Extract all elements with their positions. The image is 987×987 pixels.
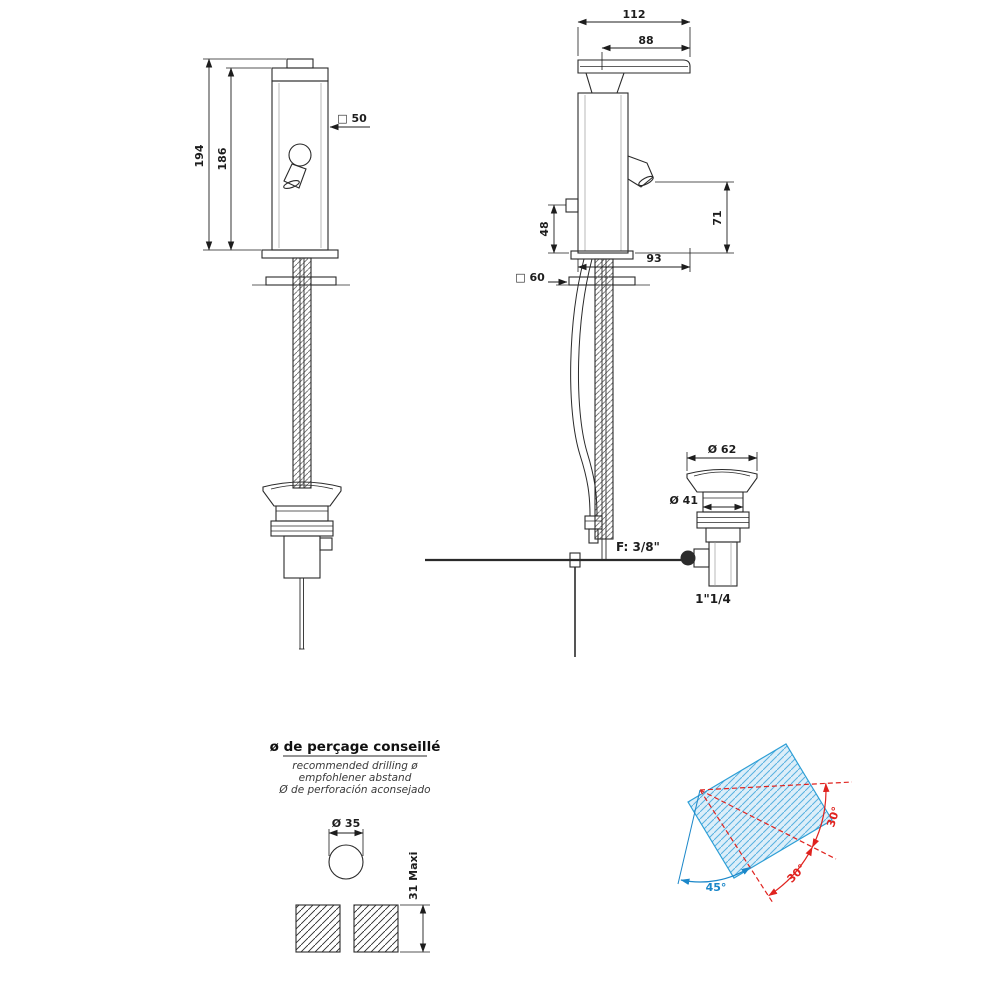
angle-arc-30-lower: [768, 846, 813, 897]
lever-plate-front: [271, 67, 329, 82]
drilling-title: ø de perçage conseillé: [270, 739, 441, 755]
faucet-body-side: [577, 92, 629, 254]
spout-nozzle-front: [283, 163, 307, 189]
drain-assembly: [680, 469, 758, 587]
dim-112-label: 112: [623, 8, 646, 21]
hose-thread-label: F: 3/8": [616, 540, 660, 554]
drilling-subtitle-es: Ø de perforación aconsejado: [278, 784, 430, 796]
drain-locknut-side: [696, 511, 750, 529]
spray-nozzle-side: [627, 155, 654, 188]
angle-30-upper-label: 30°: [824, 805, 843, 829]
angle-arc-45: [680, 866, 751, 885]
spout-joint-front: [288, 143, 312, 167]
dim-88-label: 88: [638, 34, 653, 47]
lever-blade-side: [577, 59, 691, 74]
drilling-subtitle-de: empfohlener abstand: [299, 772, 412, 784]
dim-50-square-label: □ 50: [337, 112, 367, 125]
lever-sweep-area: [687, 743, 833, 879]
drain-pivot-ball: [680, 550, 696, 566]
drain-flange-side: [686, 469, 758, 493]
drain-thread-label: 1"1/4: [695, 592, 731, 606]
angle-ray-upper: [699, 781, 853, 791]
dim-186-label: 186: [216, 147, 229, 170]
dim-93-label: 93: [646, 252, 661, 265]
base-plate-side: [570, 250, 634, 260]
front-view: [252, 58, 350, 650]
drain-pivot-port-front: [319, 537, 333, 551]
rotation-diagram: [677, 743, 853, 904]
dim-41-label: Ø 41: [670, 494, 699, 507]
threaded-shank-front: [292, 257, 312, 489]
drain-tailpiece-side: [708, 541, 738, 587]
dim-35-label: Ø 35: [332, 817, 361, 830]
angle-ray-lower: [699, 789, 774, 904]
base-plate-front: [261, 249, 339, 259]
drain-pivot-nut: [693, 548, 710, 568]
drilling-subtitle-en: recommended drilling ø: [292, 760, 418, 772]
cartridge-dome-side: [585, 72, 625, 94]
angle-arc-30-upper: [811, 782, 830, 848]
dim-48-label: 48: [538, 221, 551, 236]
threaded-shank-side: [594, 258, 614, 540]
front-view-dimensions: [203, 58, 370, 251]
dim-31-maxi-label: 31 Maxi: [407, 852, 420, 900]
angle-30-lower-label: 30°: [785, 862, 809, 886]
angle-ray-middle: [699, 789, 837, 860]
angle-45-label: 45°: [706, 881, 727, 894]
dim-62-label: Ø 62: [708, 443, 737, 456]
dim-60-square-label: □ 60: [515, 271, 545, 284]
side-view: [425, 59, 691, 657]
dim-71-label: 71: [711, 210, 724, 225]
counter-section-right: [353, 904, 399, 953]
drain-tailpiece-front: [283, 535, 321, 579]
drain-body-side: [702, 491, 744, 513]
side-view-dimensions: [548, 18, 734, 286]
hose-outlet-side: [565, 198, 579, 213]
flexible-hose: [570, 258, 591, 517]
drilling-hole-circle: [328, 844, 364, 880]
drilling-diagram: [283, 755, 430, 953]
counter-section-left: [295, 904, 341, 953]
dim-194-label: 194: [193, 144, 206, 167]
drain-dimensions: [686, 452, 758, 511]
handle-cap-front: [286, 58, 314, 69]
